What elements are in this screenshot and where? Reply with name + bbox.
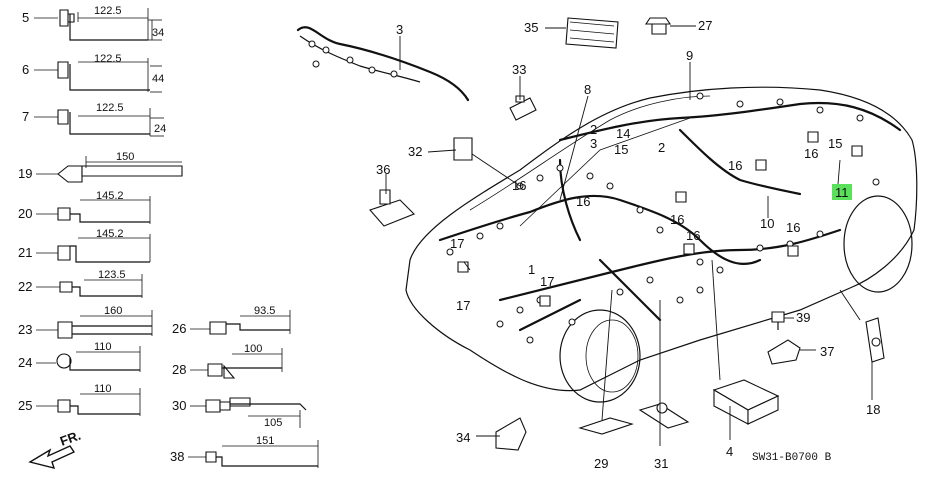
callout-8: 8	[584, 82, 591, 97]
clip-25-length: 110	[94, 383, 112, 395]
clip-30-number: 30	[172, 398, 186, 413]
car-body	[405, 86, 918, 403]
callout-4: 4	[726, 444, 733, 459]
clip-22-number: 22	[18, 279, 32, 294]
clip-22-length: 123.5	[98, 269, 126, 281]
clip-5-length: 122.5	[94, 5, 122, 17]
clip-details-column: 5 122.5 34 6 122.5 44 7	[18, 5, 183, 469]
clip-23-number: 23	[18, 322, 32, 337]
callout-16-mid: 16	[670, 212, 684, 227]
clip-24: 24 110	[18, 341, 141, 372]
clip-25: 25 110	[18, 383, 141, 416]
clip-5-height: 34	[152, 27, 164, 39]
callout-3-upper: 3	[590, 136, 597, 151]
callout-16-lower: 16	[686, 228, 700, 243]
clip-24-number: 24	[18, 355, 32, 370]
front-arrow: FR.	[28, 428, 83, 469]
callout-35: 35	[524, 20, 538, 35]
clip-38: 38 151	[170, 435, 319, 468]
clip-7-number: 7	[22, 109, 29, 124]
callout-15-right: 15	[828, 136, 842, 151]
clip-26-number: 26	[172, 321, 186, 336]
clip-26: 26 93.5	[172, 305, 291, 336]
front-label: FR.	[58, 428, 83, 449]
clip-7-height: 24	[154, 123, 166, 135]
callout-9: 9	[686, 48, 693, 63]
callout-31: 31	[654, 456, 668, 471]
callout-17-bottom: 17	[456, 298, 470, 313]
callout-16-far: 16	[786, 220, 800, 235]
callout-29: 29	[594, 456, 608, 471]
clip-23-length: 160	[104, 305, 122, 317]
clip-19-number: 19	[18, 166, 32, 181]
clip-6: 6 122.5 44	[22, 53, 164, 93]
callout-17-left: 17	[450, 236, 464, 251]
clip-6-height: 44	[152, 73, 164, 85]
callout-27: 27	[698, 18, 712, 33]
clip-21: 21 145.2	[18, 228, 151, 263]
clip-20: 20 145.2	[18, 190, 151, 224]
callout-37: 37	[820, 344, 834, 359]
clip-20-number: 20	[18, 206, 32, 221]
callout-39: 39	[796, 310, 810, 325]
callout-17-center: 17	[540, 274, 554, 289]
clip-19: 19 150	[18, 151, 183, 183]
callout-36: 36	[376, 162, 390, 177]
callout-16-center: 16	[728, 158, 742, 173]
clip-5: 5 122.5 34	[22, 5, 164, 41]
callout-11-highlight	[832, 184, 852, 200]
clip-28: 28 100	[172, 343, 283, 379]
clip-22: 22 123.5	[18, 269, 143, 298]
clip-38-number: 38	[170, 449, 184, 464]
clip-19-length: 150	[116, 151, 134, 163]
part-code: SW31-B0700 B	[752, 452, 832, 464]
clip-7-length: 122.5	[96, 102, 124, 114]
clip-25-number: 25	[18, 398, 32, 413]
leader-lines	[385, 25, 873, 446]
clip-21-number: 21	[18, 245, 32, 260]
callout-16-right: 16	[804, 146, 818, 161]
clip-7: 7 122.5 24	[22, 102, 166, 137]
clip-details-middle: 26 93.5 28 100 30	[170, 305, 319, 468]
callout-33: 33	[512, 62, 526, 77]
callout-10: 10	[760, 216, 774, 231]
callout-2-upper: 2	[590, 122, 597, 137]
clip-23: 23 160	[18, 305, 153, 339]
callout-16-dash: 16	[512, 178, 526, 193]
callout-15-left: 15	[614, 142, 628, 157]
callout-18: 18	[866, 402, 880, 417]
callout-11: 11	[835, 185, 849, 200]
clip-28-length: 100	[244, 343, 262, 355]
clip-5-number: 5	[22, 10, 29, 25]
clip-21-length: 145.2	[96, 228, 124, 240]
clip-38-length: 151	[256, 435, 274, 447]
clip-6-length: 122.5	[94, 53, 122, 65]
callout-32: 32	[408, 144, 422, 159]
callout-2-right: 2	[658, 140, 665, 155]
clip-26-length: 93.5	[254, 305, 275, 317]
clip-6-number: 6	[22, 62, 29, 77]
callout-14: 14	[616, 126, 630, 141]
clip-30-length: 105	[264, 417, 282, 429]
clip-20-length: 145.2	[96, 190, 124, 202]
callouts: 3 35 27 33 8 9 32 36 2 3 14 15 2 16 15 1…	[376, 18, 880, 471]
callout-34: 34	[456, 430, 470, 445]
clip-24-length: 110	[94, 341, 112, 353]
components	[369, 17, 885, 451]
clip-30: 30 105	[172, 397, 307, 429]
harness-routing	[296, 26, 902, 344]
callout-16-left: 16	[576, 194, 590, 209]
callout-3-harness: 3	[396, 22, 403, 37]
callout-1: 1	[528, 262, 535, 277]
clip-28-number: 28	[172, 362, 186, 377]
